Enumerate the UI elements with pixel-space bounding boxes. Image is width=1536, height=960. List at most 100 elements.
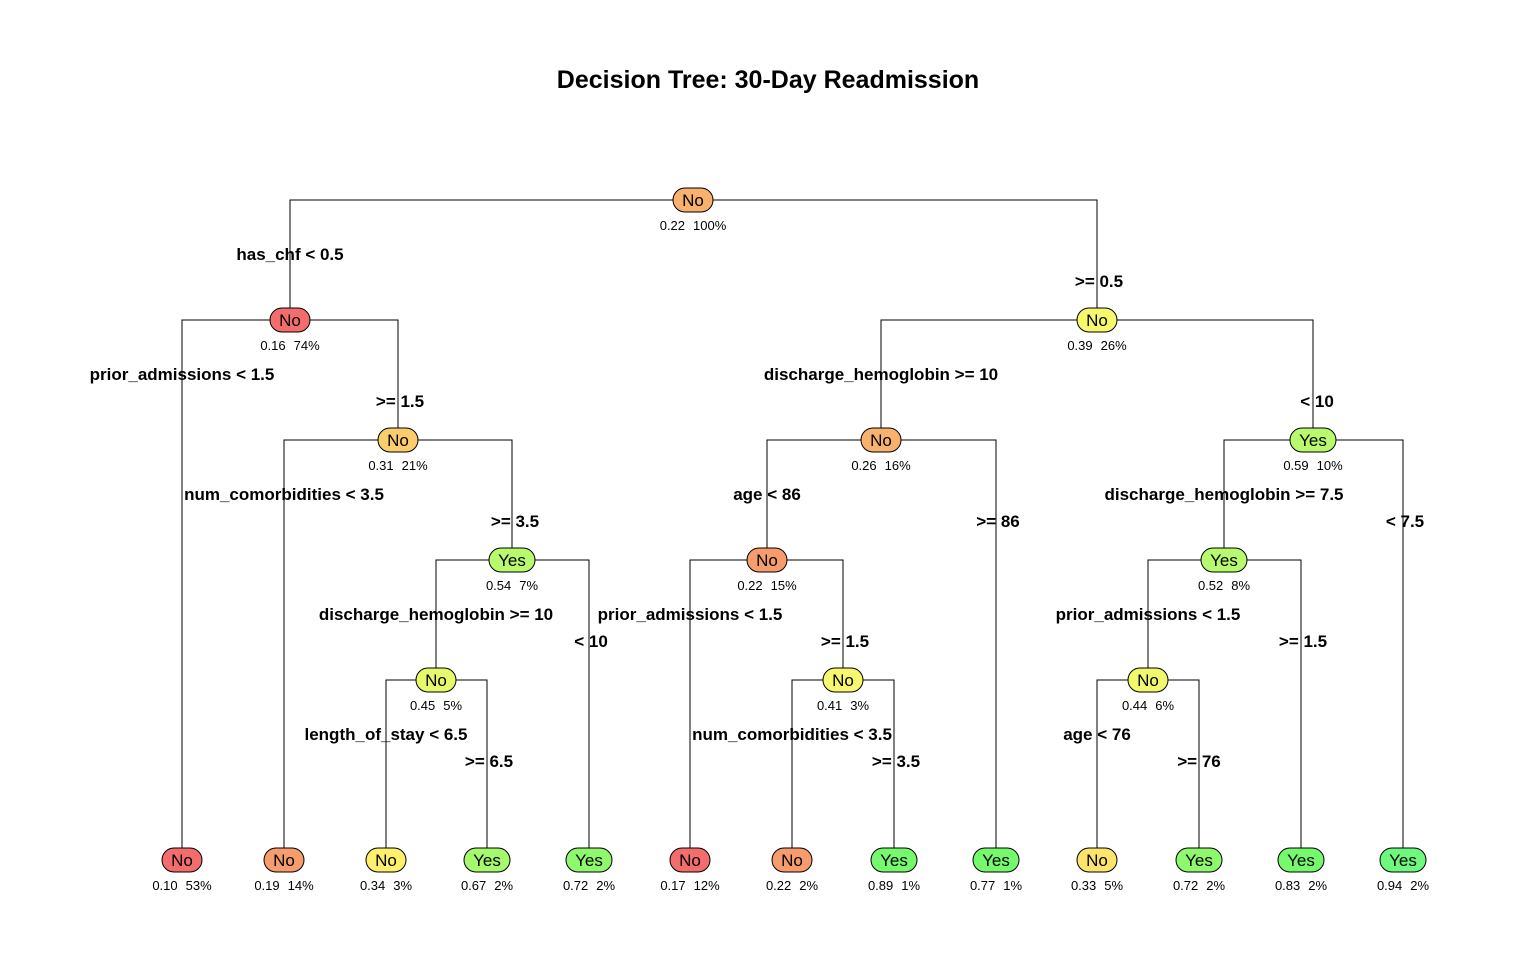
node-class-label: No	[1137, 671, 1159, 690]
node-probability: 0.26	[851, 458, 876, 473]
node-box	[771, 847, 813, 873]
node-stats: 0.89 1%	[868, 878, 921, 893]
node-box	[269, 307, 311, 333]
node-box	[669, 847, 711, 873]
node-class-label: Yes	[982, 851, 1010, 870]
node-probability: 0.34	[360, 878, 385, 893]
node-box	[161, 847, 203, 873]
edge-n5-l2	[283, 439, 398, 848]
node-percent: 74%	[294, 338, 320, 353]
edge-n2-l1	[181, 319, 290, 848]
node-probability: 0.72	[1173, 878, 1198, 893]
split-label-s2R: >= 1.5	[376, 392, 424, 411]
node-probability: 0.89	[868, 878, 893, 893]
node-probability: 0.59	[1283, 458, 1308, 473]
split-label-s25L: num_comorbidities < 3.5	[692, 725, 892, 744]
node-box	[463, 847, 511, 873]
edge-n14-l12	[1224, 559, 1302, 848]
node-box	[822, 667, 864, 693]
node-percent: 1%	[901, 878, 920, 893]
node-box	[263, 847, 305, 873]
edge-n5-n11	[398, 439, 513, 548]
node-class-label: No	[387, 431, 409, 450]
split-label-s7R: < 7.5	[1386, 512, 1424, 531]
node-probability: 0.94	[1377, 878, 1402, 893]
edge-n3-n6	[880, 319, 1097, 428]
node-percent: 21%	[402, 458, 428, 473]
split-label-s25R: >= 3.5	[872, 752, 920, 771]
node-percent: 2%	[494, 878, 513, 893]
node-box	[1127, 667, 1169, 693]
node-box	[1289, 427, 1337, 453]
node-box	[1200, 547, 1248, 573]
node-probability: 0.22	[766, 878, 791, 893]
node-probability: 0.67	[461, 878, 486, 893]
node-percent: 15%	[771, 578, 797, 593]
node-class-label: No	[171, 851, 193, 870]
edge-n6-n12	[766, 439, 881, 548]
split-label-s3L: discharge_hemoglobin >= 10	[764, 365, 998, 384]
node-box	[972, 847, 1020, 873]
split-label-s11R: < 10	[574, 632, 608, 651]
node-box	[1076, 847, 1118, 873]
split-label-s12R: >= 1.5	[821, 632, 869, 651]
node-class-label: Yes	[473, 851, 501, 870]
split-label-s22L: length_of_stay < 6.5	[305, 725, 468, 744]
node-class-label: Yes	[575, 851, 603, 870]
split-label-s6R: >= 86	[976, 512, 1020, 531]
node-class-label: Yes	[1299, 431, 1327, 450]
node-box	[860, 427, 902, 453]
node-class-label: Yes	[1210, 551, 1238, 570]
edge-n12-l6	[689, 559, 767, 848]
node-class-label: No	[679, 851, 701, 870]
node-percent: 6%	[1155, 698, 1174, 713]
node-probability: 0.22	[660, 218, 685, 233]
edge-n1-n2	[289, 199, 693, 308]
node-box	[488, 547, 536, 573]
node-percent: 16%	[885, 458, 911, 473]
node-percent: 3%	[850, 698, 869, 713]
node-class-label: No	[832, 671, 854, 690]
node-box	[672, 187, 714, 213]
node-probability: 0.10	[152, 878, 177, 893]
node-probability: 0.33	[1071, 878, 1096, 893]
node-box	[1277, 847, 1325, 873]
split-label-s6L: age < 86	[733, 485, 801, 504]
node-class-label: Yes	[498, 551, 526, 570]
edge-n2-n5	[290, 319, 399, 428]
node-stats: 0.26 16%	[851, 458, 911, 473]
node-percent: 1%	[1003, 878, 1022, 893]
node-box	[1076, 307, 1118, 333]
node-percent: 7%	[519, 578, 538, 593]
node-probability: 0.72	[563, 878, 588, 893]
node-probability: 0.39	[1067, 338, 1092, 353]
edge-n12-n25	[767, 559, 844, 668]
node-box	[415, 667, 457, 693]
node-class-label: No	[1086, 851, 1108, 870]
node-box	[365, 847, 407, 873]
node-box	[377, 427, 419, 453]
node-stats: 0.67 2%	[461, 878, 514, 893]
edge-n1-n3	[693, 199, 1098, 308]
